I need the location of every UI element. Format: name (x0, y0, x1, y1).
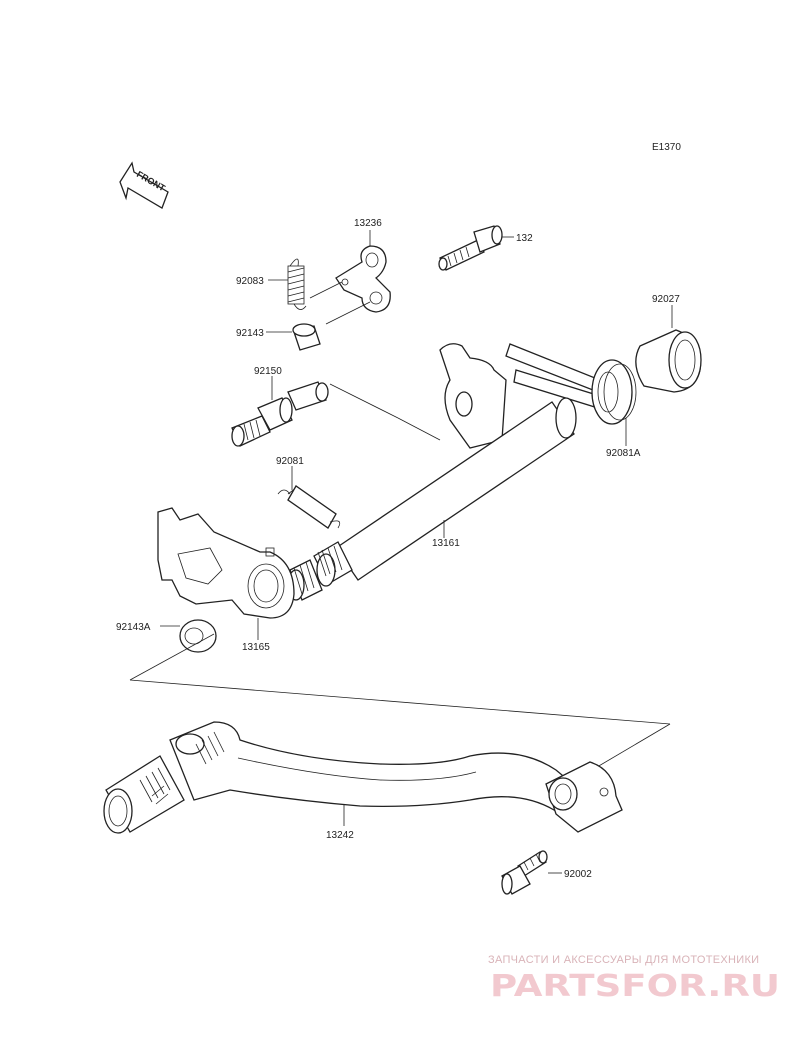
label-132: 132 (516, 233, 533, 244)
stud-92150 (231, 381, 329, 447)
watermark-tagline: ЗАПЧАСТИ И АКСЕССУАРЫ ДЛЯ МОТОТЕХНИКИ (488, 954, 759, 966)
shaft-13161 (287, 343, 577, 601)
watermark-brand: PARTSFOR.RU (490, 969, 780, 1004)
label-92081: 92081 (276, 456, 304, 467)
return-spring-92081A (505, 343, 637, 425)
label-13236: 13236 (354, 218, 382, 229)
label-13165: 13165 (242, 642, 270, 653)
label-92002: 92002 (564, 869, 592, 880)
collar-92143 (292, 323, 321, 351)
stopper-plate-13236 (335, 245, 391, 313)
label-92081A: 92081A (606, 448, 641, 459)
label-92143: 92143 (236, 328, 264, 339)
label-92027: 92027 (652, 294, 680, 305)
bolt-132 (438, 225, 503, 271)
label-92143A: 92143A (116, 622, 151, 633)
washer-92143A (179, 619, 217, 653)
label-13161: 13161 (432, 538, 460, 549)
collar-92027 (635, 329, 702, 393)
bolt-92002 (501, 850, 548, 895)
shift-pedal-13242 (103, 721, 623, 834)
spring-92083 (287, 258, 307, 310)
spring-92081 (277, 485, 341, 529)
label-92150: 92150 (254, 366, 282, 377)
label-92083: 92083 (236, 276, 264, 287)
front-arrow-icon: FRONT (119, 161, 169, 209)
diagram-code: E1370 (652, 142, 681, 153)
label-13242: 13242 (326, 830, 354, 841)
shift-arm-13165 (157, 507, 295, 619)
